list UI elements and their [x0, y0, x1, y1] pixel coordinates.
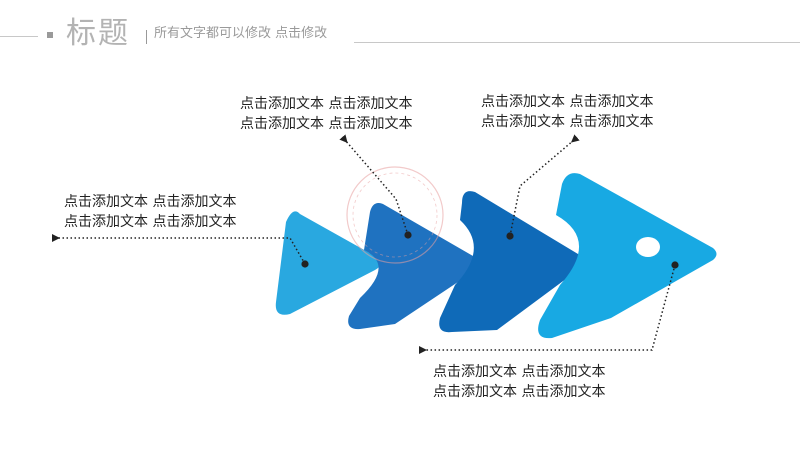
text-line: 点击添加文本 点击添加文本	[240, 96, 413, 112]
header-square-bullet	[47, 32, 53, 38]
text-box-bottom[interactable]: 点击添加文本 点击添加文本 点击添加文本 点击添加文本	[433, 362, 605, 402]
text-line: 点击添加文本 点击添加文本	[64, 194, 237, 210]
text-line: 点击添加文本 点击添加文本	[64, 214, 237, 230]
fish-head[interactable]	[538, 173, 717, 339]
header-rule-left	[0, 36, 38, 37]
text-line: 点击添加文本 点击添加文本	[433, 384, 606, 400]
anchor-dots	[301, 231, 679, 269]
header-separator	[146, 30, 147, 44]
connectors	[52, 134, 676, 354]
text-box-top-left[interactable]: 点击添加文本 点击添加文本 点击添加文本 点击添加文本	[240, 94, 412, 134]
watermark-stamp	[346, 166, 444, 264]
text-box-left[interactable]: 点击添加文本 点击添加文本 点击添加文本 点击添加文本	[64, 192, 236, 232]
fish-eye	[636, 237, 660, 257]
text-box-top-right[interactable]: 点击添加文本 点击添加文本 点击添加文本 点击添加文本	[481, 92, 653, 132]
connector-left	[52, 234, 306, 265]
tail-triangle[interactable]	[275, 211, 381, 315]
text-line: 点击添加文本 点击添加文本	[481, 94, 654, 110]
connector-top-right	[509, 134, 580, 237]
header-rule-right	[354, 42, 800, 43]
anchor-dot-segment-1	[404, 231, 412, 239]
slide-subtitle[interactable]: 所有文字都可以修改 点击修改	[154, 26, 328, 41]
text-line: 点击添加文本 点击添加文本	[481, 114, 654, 130]
chevron-segment-2[interactable]	[439, 191, 583, 333]
slide-title[interactable]: 标题	[66, 16, 130, 51]
connector-bottom	[419, 264, 676, 354]
anchor-dot-segment-2	[506, 232, 514, 240]
text-line: 点击添加文本 点击添加文本	[433, 364, 606, 380]
anchor-dot-head	[671, 261, 679, 269]
text-line: 点击添加文本 点击添加文本	[240, 116, 413, 132]
connector-top-left	[339, 134, 409, 236]
anchor-dot-tail	[301, 260, 309, 268]
chevron-segment-1[interactable]	[348, 203, 478, 330]
